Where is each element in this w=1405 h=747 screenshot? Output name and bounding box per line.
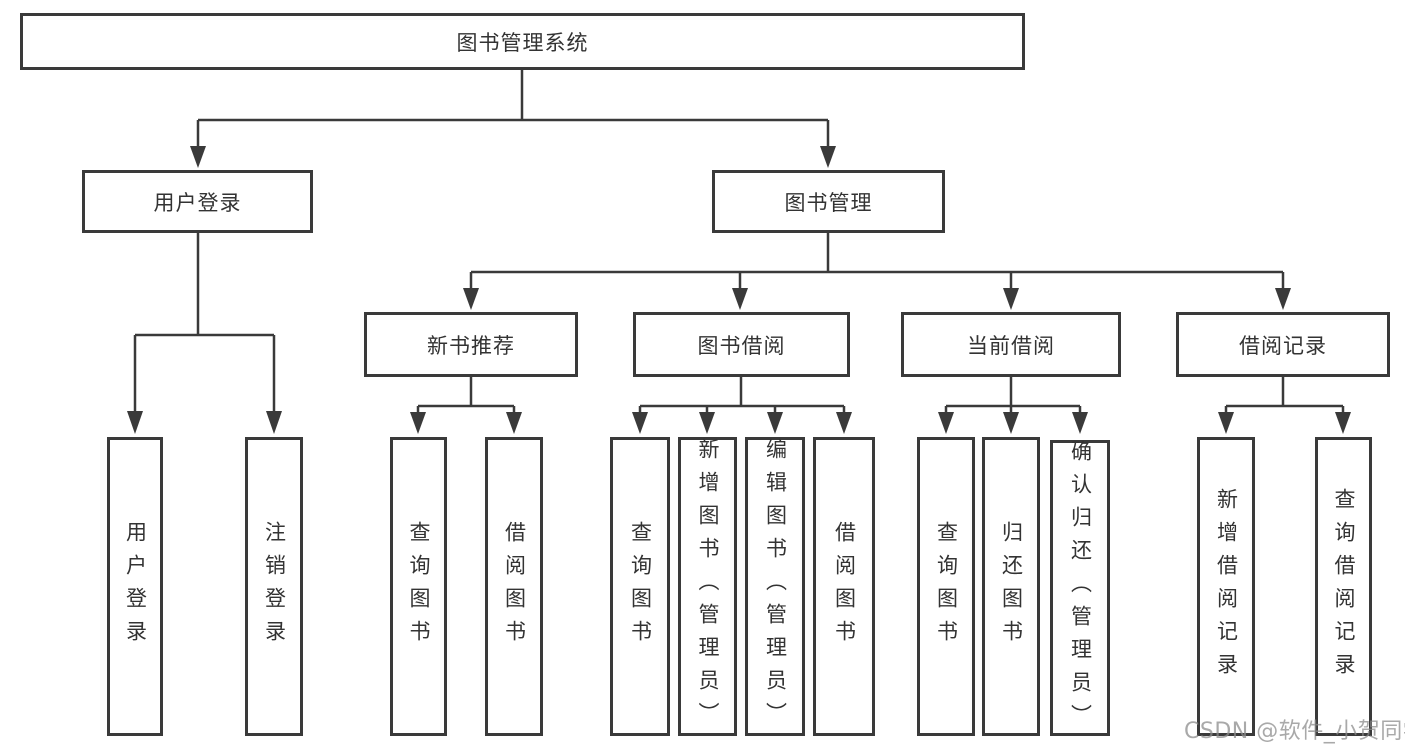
leaf-label: 注销登录 <box>262 520 287 653</box>
leaf-user-login: 用户登录 <box>107 437 163 736</box>
node-label: 图书借阅 <box>697 333 786 358</box>
node-user-login: 用户登录 <box>82 170 313 233</box>
leaf-label: 编辑图书（管理员） <box>763 438 788 735</box>
arrowheads <box>127 146 1351 434</box>
leaf-query-borrow-record: 查询借阅记录 <box>1315 437 1372 736</box>
leaf-add-books-admin: 新增图书（管理员） <box>678 437 737 736</box>
leaf-label: 查询图书 <box>934 520 959 653</box>
leaf-label: 查询借阅记录 <box>1332 487 1356 686</box>
leaf-label: 确认归还（管理员） <box>1068 439 1093 737</box>
leaf-query-books-current: 查询图书 <box>917 437 975 736</box>
node-book-borrowing: 图书借阅 <box>633 312 850 377</box>
leaf-query-books-recommend: 查询图书 <box>390 437 447 736</box>
leaf-edit-books-admin: 编辑图书（管理员） <box>745 437 805 736</box>
node-label: 借阅记录 <box>1239 333 1327 358</box>
node-new-book-recommendation: 新书推荐 <box>364 312 578 377</box>
leaf-borrow-books: 借阅图书 <box>813 437 875 736</box>
node-label: 用户登录 <box>153 190 242 215</box>
leaf-logout: 注销登录 <box>245 437 303 736</box>
leaf-query-books-borrow: 查询图书 <box>610 437 670 736</box>
node-label: 当前借阅 <box>967 333 1055 358</box>
leaf-return-books: 归还图书 <box>982 437 1040 736</box>
node-library-management-system: 图书管理系统 <box>20 13 1025 70</box>
leaf-label: 新增借阅记录 <box>1214 487 1239 686</box>
node-label: 新书推荐 <box>427 333 515 358</box>
node-label: 图书管理 <box>784 190 873 215</box>
node-current-borrowing: 当前借阅 <box>901 312 1121 377</box>
leaf-label: 新增图书（管理员） <box>696 438 720 735</box>
leaf-label: 借阅图书 <box>502 520 527 653</box>
leaf-confirm-return-admin: 确认归还（管理员） <box>1050 439 1110 737</box>
leaf-borrow-books-recommend: 借阅图书 <box>485 437 543 736</box>
leaf-label: 归还图书 <box>999 520 1024 653</box>
leaf-label: 查询图书 <box>628 520 653 653</box>
node-borrowing-records: 借阅记录 <box>1176 312 1390 377</box>
node-label: 图书管理系统 <box>456 30 589 55</box>
csdn-watermark: CSDN @软件_小贺同学 <box>1184 719 1405 744</box>
leaf-add-borrow-record: 新增借阅记录 <box>1197 437 1255 736</box>
leaf-label: 借阅图书 <box>832 520 857 653</box>
node-book-management: 图书管理 <box>712 170 945 233</box>
leaf-label: 用户登录 <box>123 520 148 653</box>
leaf-label: 查询图书 <box>407 520 431 653</box>
